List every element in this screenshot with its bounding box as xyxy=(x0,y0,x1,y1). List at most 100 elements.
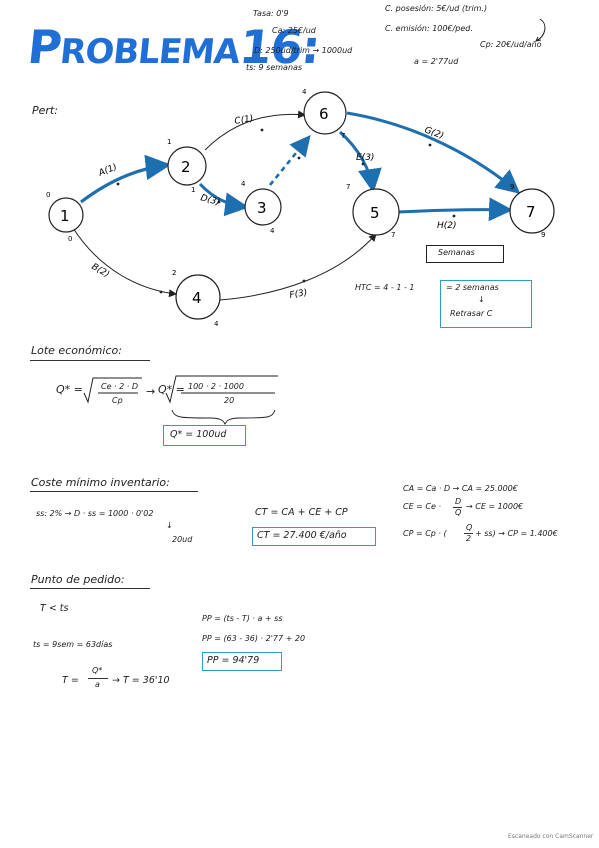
svg-text:1: 1 xyxy=(167,138,171,146)
edge-h xyxy=(397,197,513,222)
node-3: 3 4 4 xyxy=(241,180,282,235)
node-6: 6 4 7 xyxy=(302,88,347,140)
svg-text:1: 1 xyxy=(60,207,70,225)
coste-cp-lhs: CP = Cp · ( xyxy=(403,529,447,538)
pert-title: Pert: xyxy=(32,104,58,117)
svg-text:4: 4 xyxy=(241,180,246,188)
header-cemision: C. emisión: 100€/ped. xyxy=(385,24,473,33)
header-tasa: Tasa: 0'9 xyxy=(253,9,289,18)
edge-label-h: H(2) xyxy=(437,221,457,231)
svg-text:0: 0 xyxy=(68,235,72,243)
coste-ss-result: 20ud xyxy=(172,535,193,544)
node-2: 2 1 1 xyxy=(167,138,207,194)
units-label: Semanas xyxy=(438,248,475,257)
edge-f xyxy=(219,233,377,301)
lote-q-lhs2: Q* = xyxy=(158,383,185,396)
coste-cp-rhs: + ss) → CP = 1.400€ xyxy=(475,529,558,538)
htc-arrow: ↓ xyxy=(478,295,485,304)
units-box xyxy=(426,245,504,263)
svg-text:4: 4 xyxy=(302,88,307,96)
edge-c xyxy=(204,110,306,151)
svg-text:7: 7 xyxy=(341,132,345,140)
edge-label-f: F(3) xyxy=(289,288,308,301)
svg-text:6: 6 xyxy=(319,105,329,123)
header-a: a = 2'77ud xyxy=(414,57,459,66)
node-4: 4 2 4 xyxy=(172,269,221,328)
svg-text:2: 2 xyxy=(181,158,191,176)
punto-pp-result: PP = 94'79 xyxy=(207,655,260,666)
coste-ss-arrow: ↓ xyxy=(166,521,173,530)
htc-formula: HTC = 4 - 1 - 1 xyxy=(355,283,415,292)
lote-result-box xyxy=(163,425,246,446)
punto-pp2: PP = (63 - 36) · 2'77 + 20 xyxy=(202,634,306,643)
htc-result: = 2 semanas xyxy=(446,283,499,292)
punto-ts: ts = 9sem = 63días xyxy=(33,640,113,649)
svg-text:5: 5 xyxy=(370,204,380,222)
node-7: 7 9 9 xyxy=(509,183,555,239)
svg-text:4: 4 xyxy=(192,289,202,307)
svg-text:7: 7 xyxy=(391,231,395,239)
edge-label-d: D(3) xyxy=(199,193,221,208)
coste-ce-den: Q xyxy=(455,508,462,517)
coste-ca: CA = Ca · D → CA = 25.000€ xyxy=(403,484,518,493)
edge-e xyxy=(338,130,382,193)
coste-underline xyxy=(30,491,198,492)
svg-text:2: 2 xyxy=(172,269,176,277)
lote-num1: Ce · 2 · D xyxy=(101,382,139,391)
edge-dummy xyxy=(268,134,311,186)
lote-title: Lote económico: xyxy=(31,344,122,357)
coste-title: Coste mínimo inventario: xyxy=(31,476,170,489)
retrasar-c: Retrasar C xyxy=(450,309,493,318)
punto-t-rhs: → T = 36'10 xyxy=(112,675,170,686)
coste-ce-rhs: → CE = 1000€ xyxy=(466,502,524,511)
lote-num2: 100 · 2 · 1000 xyxy=(188,382,244,391)
coste-ct-box xyxy=(252,527,376,546)
lote-underline xyxy=(30,360,150,361)
punto-pp-box xyxy=(202,652,282,671)
edge-d xyxy=(198,182,249,217)
edge-label-e: E(3) xyxy=(356,153,374,163)
svg-text:7: 7 xyxy=(346,183,350,191)
edge-a xyxy=(80,154,172,204)
svg-text:4: 4 xyxy=(270,227,275,235)
scanner-watermark: Escaneado con CamScanner xyxy=(508,833,594,840)
svg-text:9: 9 xyxy=(510,183,514,191)
header-ca: Ca: 25€/ud xyxy=(272,26,316,35)
punto-t-den: a xyxy=(95,680,100,689)
coste-ct-result: CT = 27.400 €/año xyxy=(257,530,347,541)
punto-underline xyxy=(30,588,150,589)
edge-b xyxy=(72,227,177,298)
svg-text:7: 7 xyxy=(526,203,536,221)
svg-text:1: 1 xyxy=(191,186,195,194)
lote-arrow: → xyxy=(146,385,156,398)
coste-ce-num: D xyxy=(455,497,462,506)
coste-cp-den: 2 xyxy=(466,534,472,543)
coste-cp-bar xyxy=(464,533,473,534)
edge-label-c: C(1) xyxy=(234,114,254,127)
header-d: D: 250ud/trim → 1000ud xyxy=(254,46,353,55)
coste-cp-num: Q xyxy=(466,523,473,532)
svg-text:3: 3 xyxy=(257,199,267,217)
punto-t-bar xyxy=(88,678,108,679)
htc-box xyxy=(440,280,532,328)
header-cp: Cp: 20€/ud/año xyxy=(480,40,542,49)
punto-title: Punto de pedido: xyxy=(31,573,125,586)
punto-t-lhs: T = xyxy=(62,675,79,686)
punto-t-num: Q* xyxy=(92,666,103,675)
lote-q-lhs: Q* = xyxy=(56,383,83,396)
coste-ct: CT = CA + CE + CP xyxy=(255,507,348,518)
svg-text:9: 9 xyxy=(541,231,545,239)
lote-den1: Cp xyxy=(112,396,123,405)
lote-result: Q* = 100ud xyxy=(170,429,227,440)
header-cposesion: C. posesión: 5€/ud (trim.) xyxy=(385,4,488,13)
header-ts: ts: 9 semanas xyxy=(246,63,303,72)
lote-den2: 20 xyxy=(224,396,235,405)
coste-ce-lhs: CE = Ce · xyxy=(403,502,442,511)
punto-pp1: PP = (ts - T) · a + ss xyxy=(202,614,283,623)
coste-ce-bar xyxy=(453,507,462,508)
node-5: 5 7 7 xyxy=(346,183,400,239)
